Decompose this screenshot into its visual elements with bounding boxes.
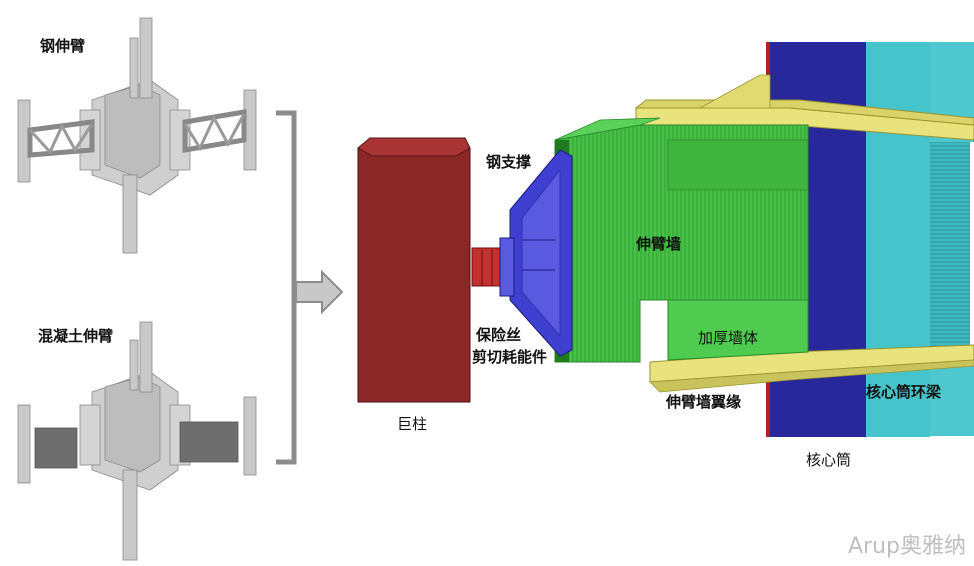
concrete-outrigger-model	[17, 321, 257, 561]
label-fuse-line1: 保险丝	[476, 326, 522, 344]
label-thickened-wall: 加厚墙体	[698, 329, 759, 347]
arrow-right-icon	[295, 269, 344, 315]
label-core-ring-beam: 核心筒环梁	[866, 383, 942, 401]
label-fuse-line2: 剪切耗能件	[472, 348, 548, 366]
label-steel-outrigger: 钢伸臂	[40, 37, 86, 55]
watermark-logo: Arup奥雅纳	[847, 534, 966, 559]
label-concrete-outrigger: 混凝土伸臂	[38, 327, 114, 345]
label-outrigger-wall-flange: 伸臂墙翼缘	[666, 393, 742, 411]
label-outrigger-wall: 伸臂墙	[636, 235, 682, 253]
thickened-wall-block	[667, 299, 809, 361]
label-mega-column: 巨柱	[397, 415, 428, 433]
mega-column	[357, 137, 471, 403]
label-steel-brace: 钢支撑	[486, 153, 532, 171]
steel-outrigger-model	[17, 17, 257, 254]
core-ring-beam-wall	[866, 42, 930, 437]
grouping-bracket	[276, 110, 297, 465]
label-core-tube: 核心筒	[806, 451, 852, 469]
